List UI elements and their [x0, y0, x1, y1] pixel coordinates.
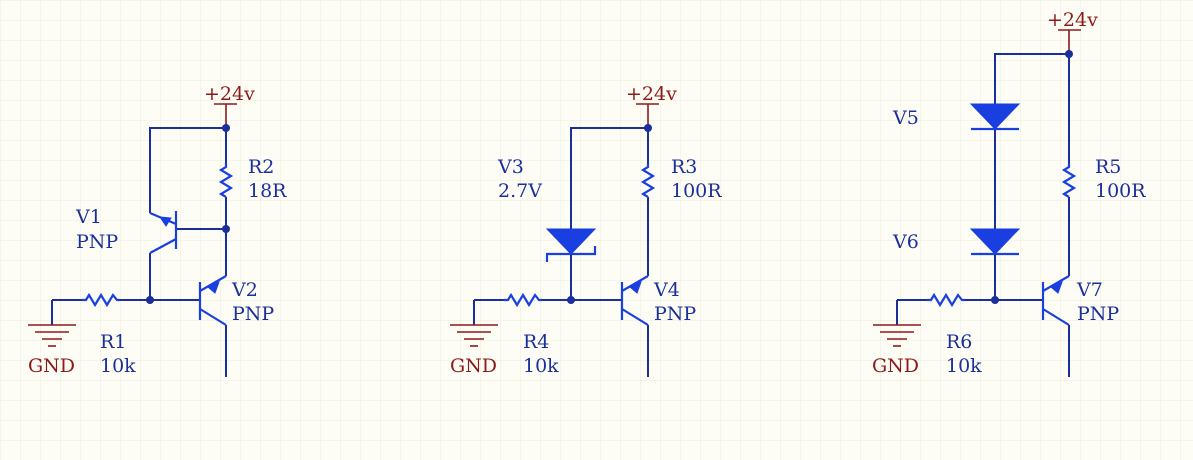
- resistor-r3[interactable]: R3 100R: [640, 156, 722, 202]
- zener-diode-v3[interactable]: V3 2.7V: [497, 156, 597, 262]
- r3-value: 100R: [671, 180, 722, 202]
- diode-v5[interactable]: V5: [892, 103, 1021, 131]
- v2-value: PNP: [232, 303, 274, 325]
- junction-dot: [146, 296, 154, 304]
- circuit-3: +24v GND R6 10k R5: [872, 9, 1146, 377]
- junction-dot: [222, 225, 230, 233]
- ground-label: GND: [872, 355, 919, 377]
- ground-symbol[interactable]: GND: [450, 324, 498, 377]
- circuit-2: +24v GND R4 10k R3 100: [450, 83, 722, 377]
- v7-ref: V7: [1076, 279, 1103, 301]
- power-port-label: +24v: [204, 83, 255, 105]
- power-port-label: +24v: [626, 83, 677, 105]
- resistor-r2[interactable]: R2 18R: [218, 156, 287, 202]
- ground-symbol[interactable]: GND: [28, 324, 76, 377]
- r1-value: 10k: [100, 355, 136, 377]
- r5-ref: R5: [1095, 156, 1121, 178]
- ground-symbol[interactable]: GND: [872, 324, 921, 377]
- v2-ref: V2: [231, 279, 258, 301]
- resistor-r4[interactable]: R4 10k: [504, 292, 559, 377]
- junction-dot: [644, 124, 652, 132]
- resistor-r6[interactable]: R6 10k: [927, 292, 982, 377]
- junction-dot: [567, 296, 575, 304]
- r6-value: 10k: [946, 355, 982, 377]
- v1-ref: V1: [75, 206, 102, 228]
- v6-ref: V6: [892, 231, 919, 253]
- junction-dot: [1065, 50, 1073, 58]
- v3-value: 2.7V: [498, 180, 542, 202]
- power-port-label: +24v: [1047, 9, 1098, 31]
- resistor-r5[interactable]: R5 100R: [1061, 156, 1146, 202]
- r2-ref: R2: [248, 156, 274, 178]
- r4-value: 10k: [523, 355, 559, 377]
- v1-value: PNP: [76, 231, 118, 253]
- circuit-1: +24v GND R1 10k: [28, 83, 287, 377]
- r3-ref: R3: [671, 156, 697, 178]
- junction-dot: [991, 296, 999, 304]
- power-port-24v[interactable]: +24v: [626, 83, 677, 128]
- r4-ref: R4: [523, 331, 549, 353]
- v5-ref: V5: [892, 107, 919, 129]
- diode-v6[interactable]: V6: [892, 228, 1021, 256]
- v4-value: PNP: [654, 303, 696, 325]
- resistor-r1[interactable]: R1 10k: [82, 292, 136, 377]
- wires: [51, 127, 227, 377]
- r6-ref: R6: [946, 331, 972, 353]
- power-port-24v[interactable]: +24v: [204, 83, 255, 128]
- transistor-v7[interactable]: V7 PNP: [1041, 275, 1119, 326]
- r2-value: 18R: [248, 180, 287, 202]
- wires: [473, 127, 649, 377]
- transistor-v1[interactable]: V1 PNP: [75, 206, 178, 254]
- junction-dot: [222, 124, 230, 132]
- r5-value: 100R: [1095, 180, 1146, 202]
- ground-label: GND: [28, 355, 75, 377]
- transistor-v2[interactable]: V2 PNP: [198, 275, 274, 326]
- ground-label: GND: [450, 355, 497, 377]
- r1-ref: R1: [100, 331, 126, 353]
- transistor-v4[interactable]: V4 PNP: [620, 275, 696, 326]
- v7-value: PNP: [1077, 303, 1119, 325]
- v3-ref: V3: [497, 156, 524, 178]
- v4-ref: V4: [653, 279, 680, 301]
- wires: [896, 53, 1070, 377]
